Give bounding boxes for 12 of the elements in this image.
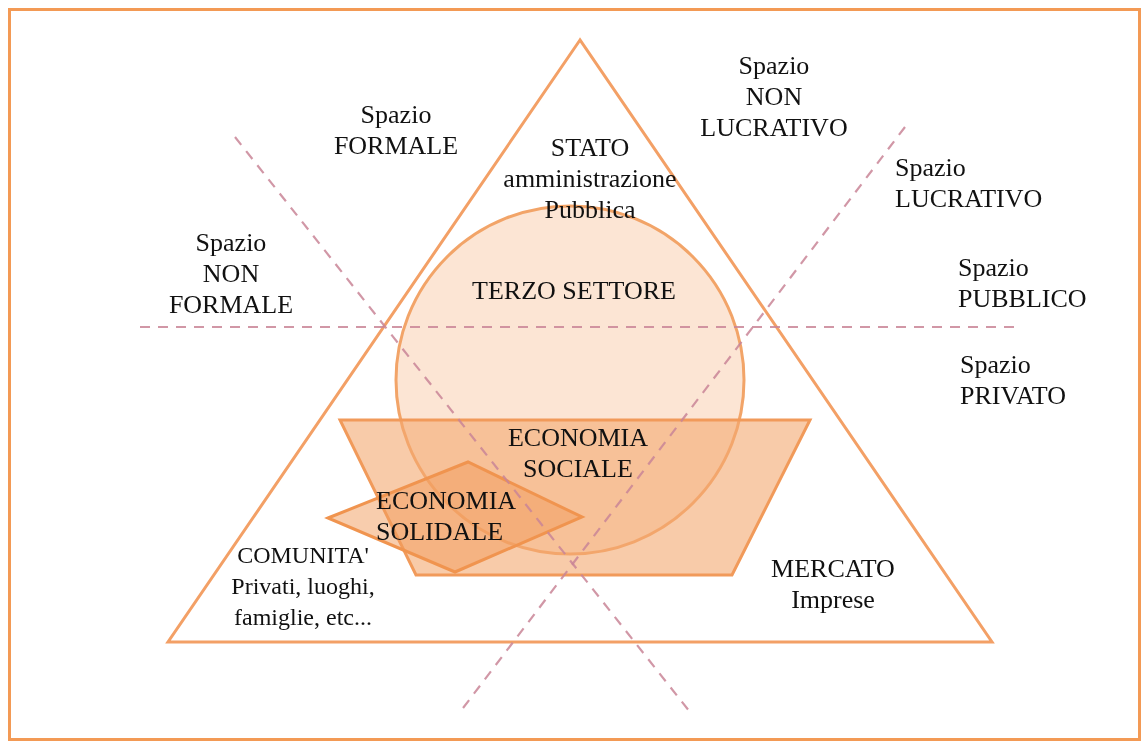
node-label: ECONOMIA SOCIALE <box>506 422 650 484</box>
region-label: Spazio NON FORMALE <box>168 227 294 320</box>
region-label: Spazio FORMALE <box>333 99 459 161</box>
node-label: TERZO SETTORE <box>472 275 676 306</box>
region-label: Spazio PUBBLICO <box>958 252 1087 314</box>
node-label: ECONOMIA SOLIDALE <box>376 485 517 547</box>
node-label: MERCATO Imprese <box>770 553 896 615</box>
region-label: Spazio LUCRATIVO <box>895 152 1043 214</box>
region-label: Spazio NON LUCRATIVO <box>699 50 849 143</box>
node-label: COMUNITA' Privati, luoghi, famiglie, etc... <box>230 541 376 632</box>
region-label: Spazio PRIVATO <box>960 349 1066 411</box>
node-label: STATO amministrazione Pubblica <box>502 132 678 225</box>
